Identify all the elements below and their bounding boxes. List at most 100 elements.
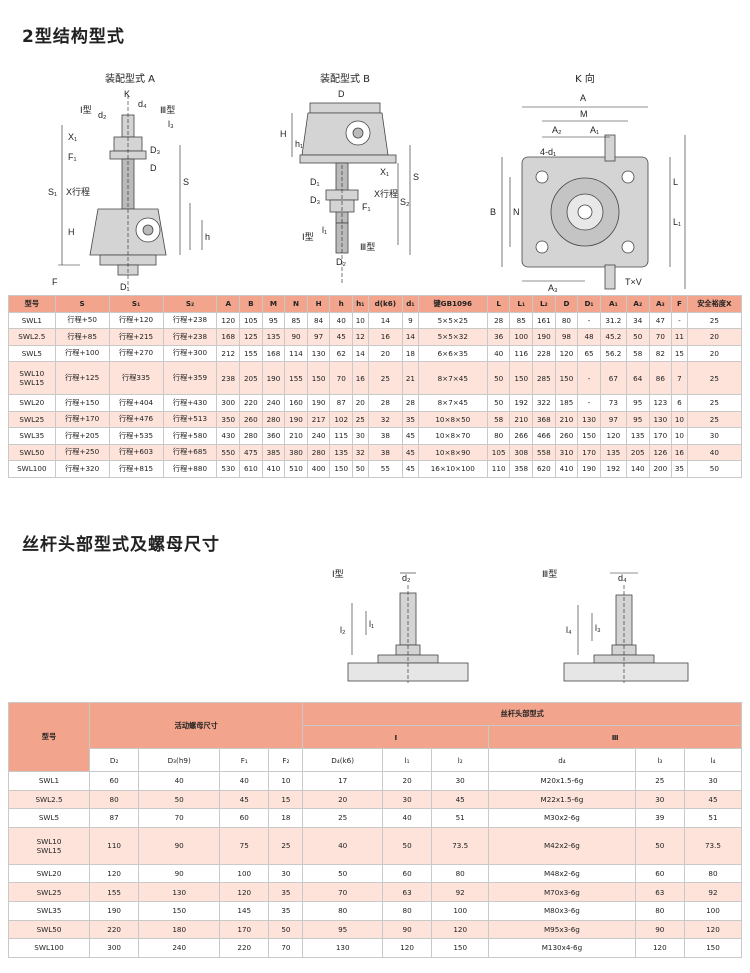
label-d-d2: d₂	[402, 573, 411, 583]
label-b-s2: S₂	[400, 197, 410, 207]
table-cell: 40	[219, 771, 270, 791]
table-cell: 62	[329, 344, 353, 362]
table-cell: 150	[138, 900, 221, 921]
table-cell: 82	[648, 344, 673, 362]
table-cell: SWL50	[8, 919, 90, 940]
table-cell: 10×8×90	[417, 443, 488, 461]
table-cell: 280	[239, 427, 263, 445]
t1-header-cell: M	[261, 295, 286, 313]
table-cell: 40	[381, 808, 433, 828]
table-cell: 28	[367, 394, 404, 412]
table-cell: 行程+359	[162, 361, 218, 395]
table-cell: 125	[239, 328, 263, 346]
col-group-type1: Ⅰ	[302, 725, 490, 749]
table-cell: 240	[261, 394, 286, 412]
table-cell: 60	[88, 771, 140, 791]
table-cell: 116	[509, 344, 534, 362]
table-cell: 135	[329, 443, 353, 461]
table-cell: 170	[577, 443, 601, 461]
table-cell: 168	[216, 328, 241, 346]
table-cell: 35	[402, 410, 419, 428]
table-cell: 80	[554, 311, 579, 329]
table-cell: 63	[634, 882, 685, 902]
table-cell: 220	[219, 938, 270, 958]
k-view-drawing: A M A₂ A₁ 4-d₁ B N L L₁ A₃ T×V	[490, 93, 686, 293]
table-cell: 120	[431, 919, 490, 940]
table-cell: 120	[381, 938, 433, 958]
table-cell: 100	[431, 900, 490, 921]
table-cell: 510	[284, 460, 308, 478]
table-cell: 行程+404	[108, 394, 164, 412]
t2-subheader-cell: d₄	[488, 748, 636, 772]
table-cell: 260	[554, 427, 579, 445]
table-cell: 192	[509, 394, 534, 412]
caption-assembly-a: 装配型式 A	[104, 74, 156, 85]
table-cell: 30	[431, 771, 490, 791]
table-cell: 70	[302, 882, 383, 902]
table-cell: 16	[671, 443, 688, 461]
table-cell: 25	[302, 808, 383, 828]
table-cell: 120	[216, 311, 241, 329]
table-cell: 10	[671, 427, 688, 445]
table-cell: 87	[88, 808, 140, 828]
table-cell: 21	[402, 361, 419, 395]
table-cell: 155	[239, 344, 263, 362]
table-cell: 610	[239, 460, 263, 478]
table-cell: 35	[268, 882, 304, 902]
table-cell: 358	[509, 460, 534, 478]
table-cell: 368	[532, 410, 556, 428]
table-cell: -	[577, 311, 601, 329]
label-d-l4: l₄	[566, 625, 572, 635]
table-cell: 105	[486, 443, 511, 461]
table-cell: 10	[671, 410, 688, 428]
table-cell: 45	[402, 460, 419, 478]
label-d3: D₃	[150, 145, 160, 155]
section1-title: 2型结构型式	[22, 27, 125, 47]
table-cell: SWL100	[8, 460, 56, 478]
label-d-type3: Ⅲ型	[542, 569, 557, 579]
table-cell: 25	[686, 361, 743, 395]
table-cell: 170	[648, 427, 673, 445]
table-cell: 50	[625, 328, 650, 346]
t1-header-cell: h₁	[352, 295, 369, 313]
t1-header-cell: D₁	[577, 295, 601, 313]
table-cell: 97	[599, 410, 627, 428]
table-cell: 100	[509, 328, 534, 346]
table-cell: SWL20	[8, 394, 56, 412]
table-cell: 98	[554, 328, 579, 346]
table-cell: 20	[381, 771, 433, 791]
table-cell: 300	[216, 394, 241, 412]
table-cell: 50	[486, 394, 511, 412]
table-cell: 120	[554, 344, 579, 362]
table-cell: 28	[486, 311, 511, 329]
table-cell: 310	[554, 443, 579, 461]
table-cell: 70	[329, 361, 353, 395]
table-cell: 行程+603	[108, 443, 164, 461]
table-cell: 80	[431, 863, 490, 884]
t1-header-cell: d₁	[402, 295, 419, 313]
table-cell: 行程+125	[54, 361, 110, 395]
t1-header-cell: A₃	[648, 295, 673, 313]
table-cell: 40	[486, 344, 511, 362]
table-cell: 135	[625, 427, 650, 445]
table-cell: 190	[532, 328, 556, 346]
label-k-a3: A₃	[548, 283, 558, 293]
t1-header-cell: S₁	[108, 295, 164, 313]
label-d-l1: l₁	[369, 619, 374, 629]
label-d: D	[150, 163, 157, 173]
table-cell: 105	[239, 311, 263, 329]
table-cell: 14	[367, 311, 404, 329]
col-group-type3: Ⅲ	[488, 725, 742, 749]
table-cell: 40	[138, 771, 221, 791]
label-x1: X₁	[68, 132, 77, 142]
table-cell: 20	[686, 344, 743, 362]
table-cell: 80	[381, 900, 433, 921]
table-cell: 150	[329, 460, 353, 478]
table-cell: 行程+513	[162, 410, 218, 428]
table-cell: M95x3-6g	[488, 919, 636, 940]
